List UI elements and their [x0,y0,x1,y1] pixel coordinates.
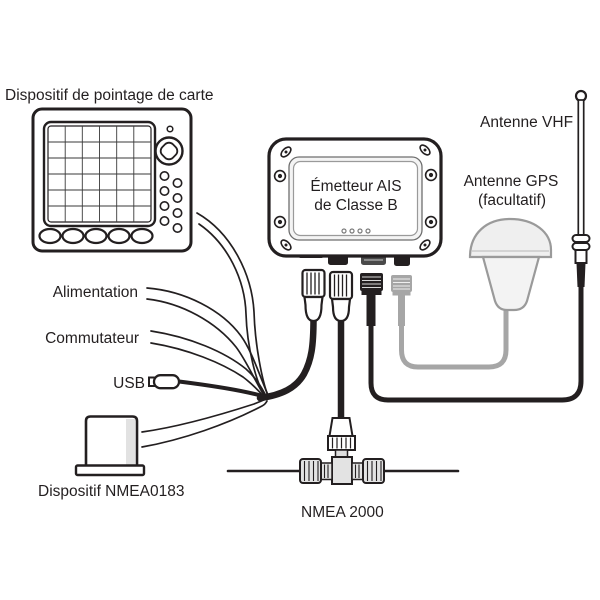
plotter-wire-2 [198,223,267,399]
usb-label: USB [113,375,145,392]
harness-connector [301,268,326,323]
gps-dome [468,217,553,259]
ais-transmitter-box: Émetteur AIS de Classe B [267,137,443,266]
tee-center [331,456,353,485]
nmea0183-shade [126,419,135,465]
ais-label-line2: de Classe B [314,197,398,214]
switch-wire-1 [150,330,267,397]
nmea0183-base [74,464,146,477]
ais-led-dots [341,228,371,234]
harness-cable [256,315,317,402]
gps-cable [399,304,509,370]
tee-left-nut [299,458,322,484]
nmea2000-connector [328,270,354,323]
gps-stem [481,255,541,312]
keypad-buttons [159,171,183,234]
switch-label: Commutateur [45,330,139,347]
corner-screws [280,144,431,251]
nmea0183-device [74,415,146,477]
power-led-icon [166,125,174,133]
nmea2000-label: NMEA 2000 [301,504,384,521]
side-screws [273,168,438,229]
ais-label-line1: Émetteur AIS [310,178,401,195]
nmea0183-wire-2 [141,400,268,448]
gps-antenna [468,217,553,312]
ais-panel-inner [292,160,419,237]
nmea0183-wire-1 [141,397,269,433]
screen-grid [48,126,151,222]
chart-plotter-device [31,107,193,253]
softkey-buttons [38,227,154,245]
usb-cable [177,379,268,399]
chart-plotter-label: Dispositif de pointage de carte [5,87,214,104]
tee-plug-body [328,417,354,437]
switch-wire-2 [150,342,266,399]
vhf-antenna-label: Antenne VHF [480,114,573,131]
power-wire-1 [146,287,269,396]
cables [141,212,584,448]
nmea0183-label: Dispositif NMEA0183 [38,483,184,500]
antenna-mount [571,234,591,264]
antenna-base-sleeve [576,263,586,287]
plotter-wire-1 [196,212,269,397]
vhf-connector [360,273,383,326]
tee-right-nut [362,458,385,484]
antenna-whip [577,99,585,236]
vhf-cable [368,281,584,403]
ais-plug-connectors [301,268,412,326]
power-label: Alimentation [53,284,138,301]
gps-antenna-label: Antenne GPS [464,173,559,190]
nmea2000-tee [226,417,460,485]
nmea0183-body [84,415,139,468]
usb-connector-icon [148,374,181,390]
vhf-antenna [571,89,591,287]
gps-antenna-note: (facultatif) [478,192,546,209]
rotary-knob-icon [154,136,184,166]
gps-connector [391,275,412,326]
